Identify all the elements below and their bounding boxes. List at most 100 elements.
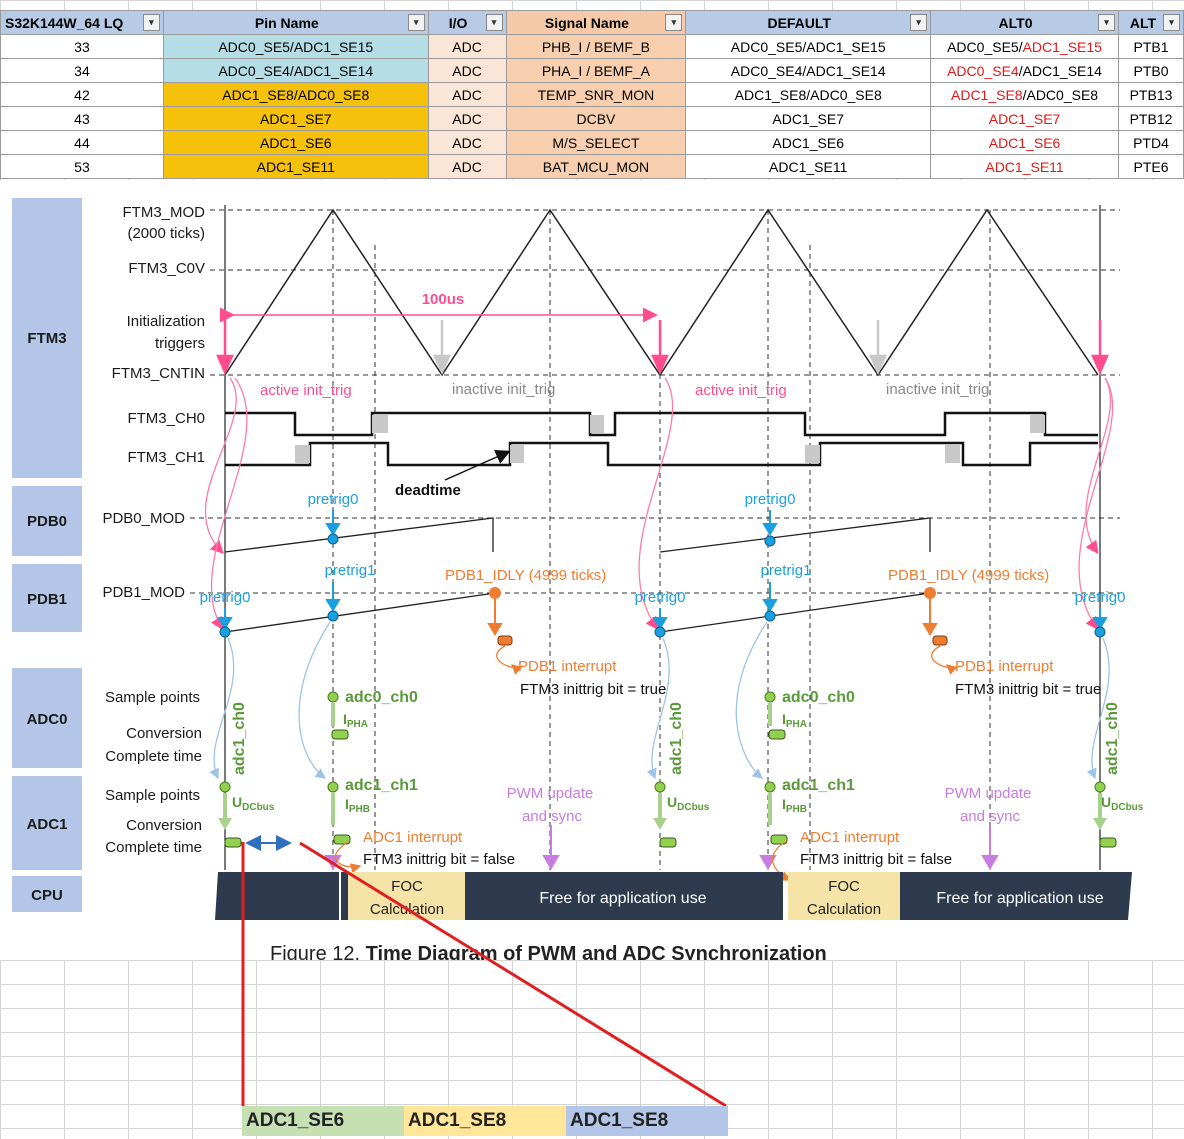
cell-default[interactable]: ADC1_SE7: [685, 106, 932, 131]
sort-filter-icon[interactable]: ▾: [142, 14, 160, 31]
tag-cell-green[interactable]: ADC1_SE6: [242, 1106, 404, 1136]
pwm-update-label-2: PWM update: [945, 785, 1032, 802]
cell-package[interactable]: 34: [0, 58, 164, 83]
section-adc0-label: ADC0: [27, 711, 68, 728]
cell-package[interactable]: 33: [0, 34, 164, 59]
active-init-label-1: active init_trig: [260, 382, 352, 399]
cell-package[interactable]: 43: [0, 106, 164, 131]
cell-pin-name[interactable]: ADC0_SE5/ADC1_SE15: [162, 34, 429, 59]
cell-package[interactable]: 53: [0, 154, 164, 179]
init-trigger-curves: [204, 377, 1114, 631]
header-alt0[interactable]: ALT0▾: [930, 10, 1119, 35]
pretrig0-pdb1-label-3: pretrig0: [1075, 589, 1126, 606]
pdb1-trigger-dots: [219, 610, 1106, 638]
alt0-highlight: ADC1_SE8: [951, 86, 1023, 103]
adc1-ch0-label-1: adc1_ch0: [231, 702, 248, 775]
cell-alt0[interactable]: ADC1_SE8/ADC0_SE8: [930, 82, 1119, 107]
u-dcbus-sub: DCbus: [677, 802, 710, 813]
cell-signal[interactable]: PHB_I / BEMF_B: [505, 34, 687, 59]
adc-trigger-curves: [209, 621, 1110, 780]
u-dcbus-main: U: [232, 794, 242, 810]
filter-dropdown-icon[interactable]: ▾: [407, 14, 425, 31]
foc-label-2b: Calculation: [807, 901, 881, 918]
table-row: 53 ADC1_SE11 ADC BAT_MCU_MON ADC1_SE11 A…: [0, 154, 1184, 179]
and-sync-label-1: and sync: [522, 808, 583, 825]
pdb0-pretrig-markers: [325, 510, 778, 536]
cell-signal[interactable]: M/S_SELECT: [505, 130, 687, 155]
label-adc0-conversion: Conversion: [126, 725, 202, 742]
pdb1-idly-markers: [487, 587, 938, 636]
label-init: Initialization: [127, 313, 205, 330]
cell-io[interactable]: ADC: [427, 34, 507, 59]
label-adc1-conversion: Conversion: [126, 817, 202, 834]
header-pin-name[interactable]: Pin Name▾: [162, 10, 429, 35]
label-adc1-sample: Sample points: [105, 787, 200, 804]
cell-signal[interactable]: BAT_MCU_MON: [505, 154, 687, 179]
cell-package[interactable]: 42: [0, 82, 164, 107]
u-dcbus-sub: DCbus: [1111, 802, 1144, 813]
cell-alt0[interactable]: ADC0_SE4/ADC1_SE14: [930, 58, 1119, 83]
label-triggers: triggers: [155, 335, 205, 352]
cell-alt[interactable]: PTB13: [1118, 82, 1184, 107]
cell-pin-name[interactable]: ADC1_SE8/ADC0_SE8: [162, 82, 429, 107]
cell-alt[interactable]: PTE6: [1118, 154, 1184, 179]
pretrig1-label-1: pretrig1: [325, 562, 376, 579]
i-phb-main: I: [782, 796, 786, 812]
filter-dropdown-icon[interactable]: ▾: [1163, 14, 1180, 31]
filter-dropdown-icon[interactable]: ▾: [1098, 14, 1115, 31]
i-phb-main: I: [345, 796, 349, 812]
period-label: 100us: [422, 291, 465, 308]
filter-dropdown-icon[interactable]: ▾: [910, 14, 928, 31]
header-package[interactable]: S32K144W_64 LQ▾: [0, 10, 164, 35]
cell-default[interactable]: ADC0_SE4/ADC1_SE14: [685, 58, 932, 83]
filter-dropdown-icon[interactable]: ▾: [665, 14, 683, 31]
cell-signal[interactable]: DCBV: [505, 106, 687, 131]
cell-package[interactable]: 44: [0, 130, 164, 155]
i-pha-sub: PHA: [347, 719, 368, 730]
filter-active-icon[interactable]: ▾: [485, 14, 503, 31]
tag-cell-blue[interactable]: ADC1_SE8: [566, 1106, 728, 1136]
pretrig1-label-2: pretrig1: [761, 562, 812, 579]
cell-signal[interactable]: PHA_I / BEMF_A: [505, 58, 687, 83]
label-adc0-sample: Sample points: [105, 689, 200, 706]
section-adc1-label: ADC1: [27, 816, 68, 833]
section-ftm3-label: FTM3: [27, 330, 66, 347]
header-signal-name[interactable]: Signal Name▾: [505, 10, 687, 35]
label-adc0-complete: Complete time: [105, 748, 202, 765]
cell-alt[interactable]: PTB12: [1118, 106, 1184, 131]
cell-alt0[interactable]: ADC1_SE7: [930, 106, 1119, 131]
label-ftm3-mod: FTM3_MOD: [123, 204, 206, 221]
tag-cell-yellow[interactable]: ADC1_SE8: [404, 1106, 566, 1136]
inittrig-true-label-1: FTM3 inittrig bit = true: [520, 681, 666, 698]
cell-pin-name[interactable]: ADC1_SE11: [162, 154, 429, 179]
header-alt[interactable]: ALT▾: [1118, 10, 1184, 35]
i-phb-label-2: IPHB: [782, 796, 807, 815]
pdb1-interrupt-curve: [496, 645, 523, 675]
cell-default[interactable]: ADC1_SE8/ADC0_SE8: [685, 82, 932, 107]
pretrig0-pdb1-label-2: pretrig0: [635, 589, 686, 606]
free-app-label-2: Free for application use: [936, 890, 1103, 907]
cpu-timeline: [215, 872, 1132, 920]
cell-default[interactable]: ADC1_SE11: [685, 154, 932, 179]
alt0-text: /ADC0_SE8: [1022, 86, 1099, 103]
section-pdb1-box: [12, 564, 82, 632]
cell-default[interactable]: ADC1_SE6: [685, 130, 932, 155]
cell-pin-name[interactable]: ADC0_SE4/ADC1_SE14: [162, 58, 429, 83]
table-header-row: S32K144W_64 LQ▾ Pin Name▾ I/O▾ Signal Na…: [0, 10, 1184, 35]
foc-label-2a: FOC: [828, 878, 860, 895]
cell-io[interactable]: ADC: [427, 130, 507, 155]
section-cpu-label: CPU: [31, 887, 63, 904]
cell-pin-name[interactable]: ADC1_SE6: [162, 130, 429, 155]
cell-signal[interactable]: TEMP_SNR_MON: [505, 82, 687, 107]
adc1-interrupt-label-2: ADC1 interrupt: [800, 829, 900, 846]
deadtime-label: deadtime: [395, 482, 461, 499]
header-default[interactable]: DEFAULT▾: [685, 10, 932, 35]
cell-alt[interactable]: PTB1: [1118, 34, 1184, 59]
alt0-highlight: ADC1_SE11: [985, 158, 1064, 175]
header-io[interactable]: I/O▾: [427, 10, 507, 35]
cell-alt0[interactable]: ADC1_SE11: [930, 154, 1119, 179]
label-pdb1-mod: PDB1_MOD: [102, 584, 185, 601]
pwm-update-label-1: PWM update: [507, 785, 594, 802]
and-sync-label-2: and sync: [960, 808, 1021, 825]
cell-alt[interactable]: PTD4: [1118, 130, 1184, 155]
